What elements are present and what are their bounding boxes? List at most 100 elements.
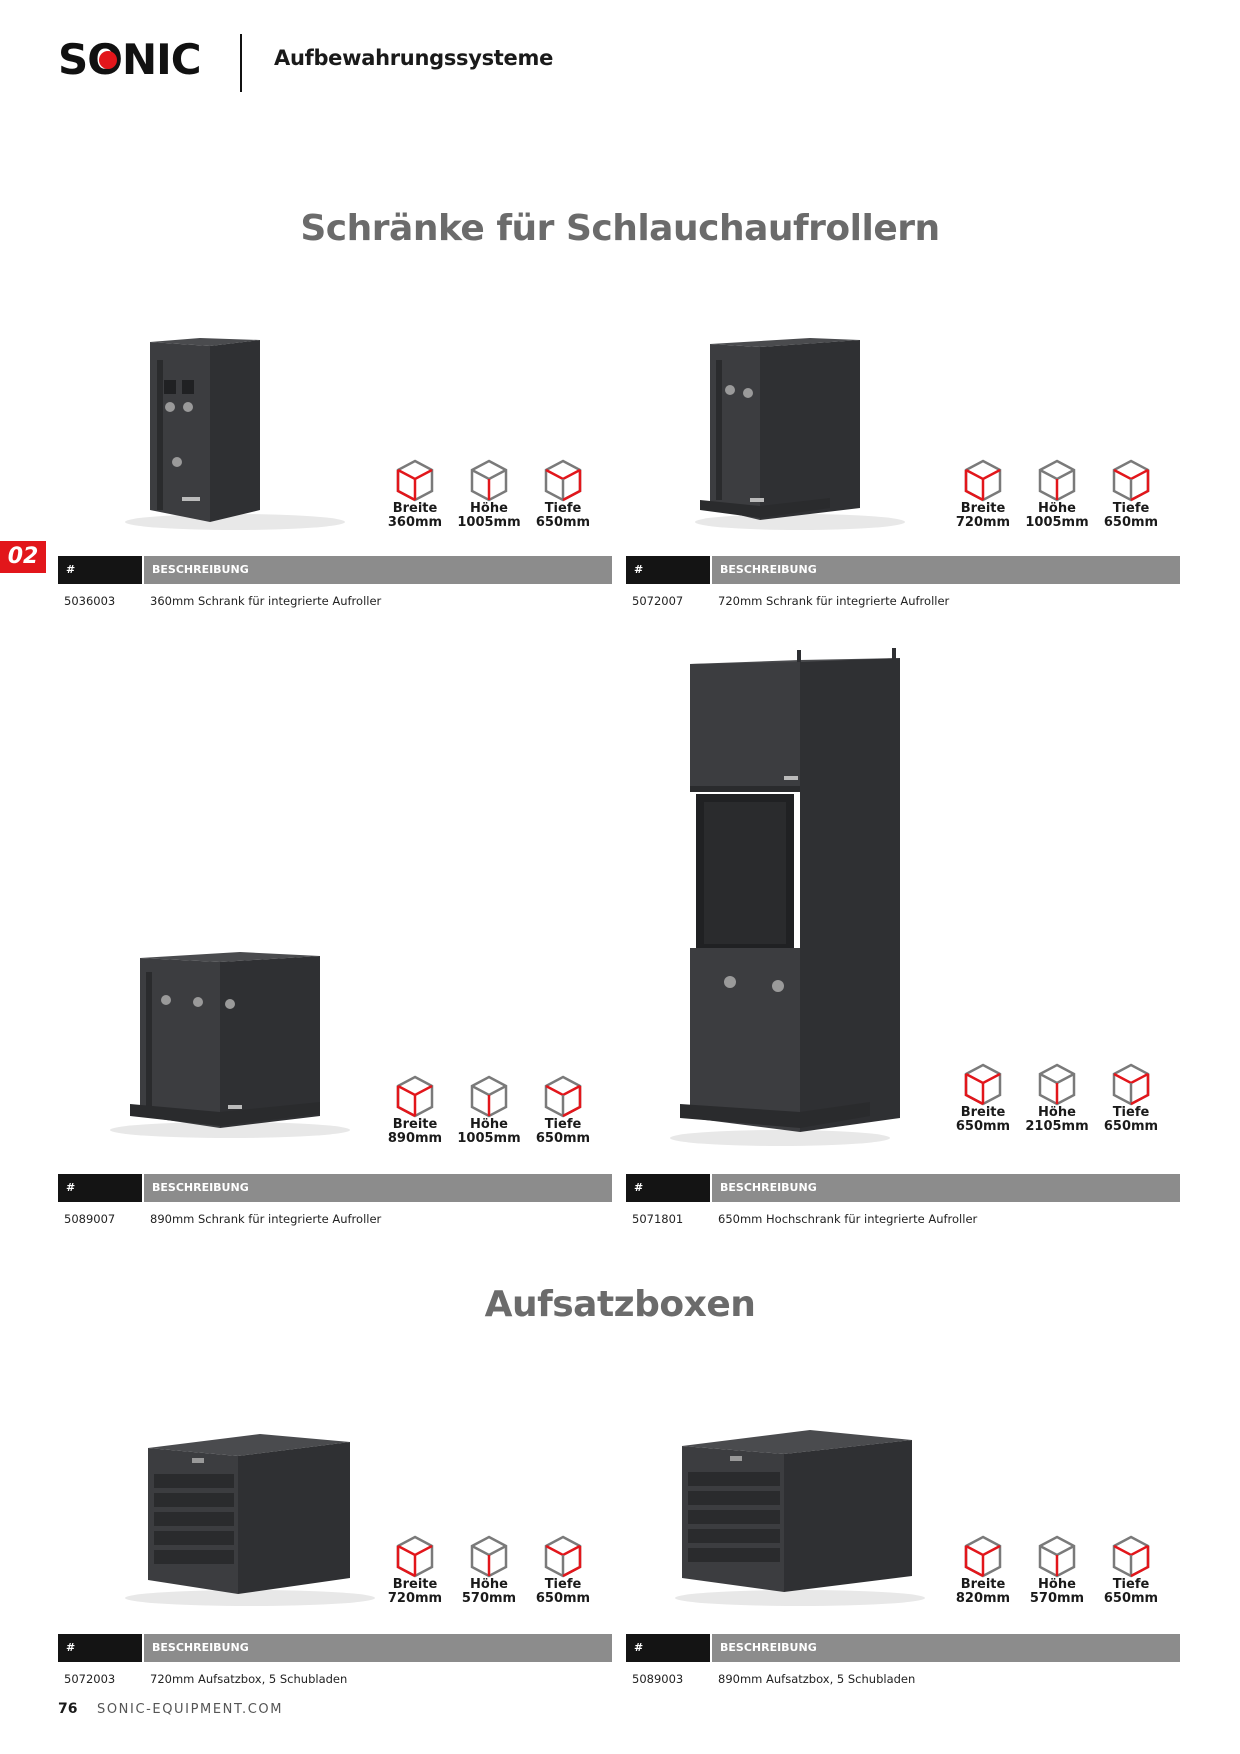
dimension-depth: Tiefe 650mm [526,1534,600,1606]
spec-table-row: 5071801 650mm Hochschrank für integriert… [626,1212,1180,1226]
dimension-width: Breite 820mm [946,1534,1020,1606]
dim-label: Höhe [470,501,508,516]
dim-value-depth: 650mm [1103,515,1159,530]
dimension-depth: Tiefe 650mm [526,458,600,530]
spec-table-header: # BESCHREIBUNG [626,556,1180,584]
header-number: # [58,1634,142,1662]
dim-label: Tiefe [544,501,582,516]
article-number: 5072007 [632,594,684,608]
dim-value-depth: 650mm [535,515,591,530]
box-height-icon [470,1535,508,1578]
box-height-icon [1038,459,1076,502]
dim-value-height: 1005mm [1025,515,1089,530]
dimension-depth: Tiefe 650mm [526,1074,600,1146]
dim-value-depth: 650mm [535,1591,591,1606]
dim-value-width: 720mm [955,515,1011,530]
box-depth-icon [544,1075,582,1118]
header-number: # [626,556,710,584]
sonic-logo: SONIC [58,36,202,82]
dimension-width: Breite 890mm [378,1074,452,1146]
dim-value-height: 2105mm [1025,1119,1089,1134]
dim-label: Tiefe [1112,1577,1150,1592]
dimension-height: Höhe 2105mm [1020,1062,1094,1134]
dimension-depth: Tiefe 650mm [1094,1534,1168,1606]
dim-value-width: 360mm [387,515,443,530]
spec-table-row: 5036003 360mm Schrank für integrierte Au… [58,594,612,608]
spec-table-row: 5089003 890mm Aufsatzbox, 5 Schubladen [626,1672,1180,1686]
box-width-icon [964,1535,1002,1578]
dimension-width: Breite 720mm [378,1534,452,1606]
chapter-tab: 02 [0,541,46,573]
spec-table-row: 5072007 720mm Schrank für integrierte Au… [626,594,1180,608]
product-image-wide-cabinet [110,952,350,1138]
box-width-icon [964,1063,1002,1106]
spec-table-row: 5089007 890mm Schrank für integrierte Au… [58,1212,612,1226]
section-title-cabinets: Schränke für Schlauchaufrollern [300,208,940,249]
dim-value-width: 820mm [955,1591,1011,1606]
dimension-width: Breite 650mm [946,1062,1020,1134]
spec-table-header: # BESCHREIBUNG [626,1634,1180,1662]
dimensions-product-5: Breite 720mm Höhe 570mm Tiefe 650mm [378,1534,600,1606]
dim-label: Breite [960,1105,1006,1120]
dimensions-product-1: Breite 360mm Höhe 1005mm Tiefe 650mm [378,458,600,530]
dimension-height: Höhe 1005mm [452,458,526,530]
header-description: BESCHREIBUNG [144,1634,612,1662]
box-width-icon [396,459,434,502]
article-description: 720mm Aufsatzbox, 5 Schubladen [150,1672,348,1686]
dim-value-depth: 650mm [535,1131,591,1146]
product-image-narrow-cabinet [125,338,345,530]
article-number: 5036003 [64,594,116,608]
product-image-medium-cabinet [695,338,905,530]
dim-value-height: 570mm [461,1591,517,1606]
article-description: 360mm Schrank für integrierte Aufroller [150,594,382,608]
spec-table-row: 5072003 720mm Aufsatzbox, 5 Schubladen [58,1672,612,1686]
box-width-icon [964,459,1002,502]
box-depth-icon [544,459,582,502]
dimension-depth: Tiefe 650mm [1094,1062,1168,1134]
spec-table-header: # BESCHREIBUNG [58,1634,612,1662]
dim-value-depth: 650mm [1103,1119,1159,1134]
dimension-height: Höhe 570mm [1020,1534,1094,1606]
header-description: BESCHREIBUNG [712,556,1180,584]
spec-table-header: # BESCHREIBUNG [58,1174,612,1202]
header-number: # [58,1174,142,1202]
header-description: BESCHREIBUNG [144,1174,612,1202]
page-number: 76 [58,1701,78,1717]
product-image-top-box-720 [125,1434,375,1606]
box-depth-icon [1112,1063,1150,1106]
article-number: 5089003 [632,1672,684,1686]
dim-label: Höhe [1038,1105,1076,1120]
dim-label: Breite [960,501,1006,516]
header-section-label: Aufbewahrungssysteme [274,46,554,70]
header-description: BESCHREIBUNG [712,1174,1180,1202]
website-url: SONIC-EQUIPMENT.COM [97,1702,284,1717]
logo-text: SONIC [58,36,201,82]
logo-dot [99,51,117,69]
article-number: 5071801 [632,1212,684,1226]
dim-label: Breite [960,1577,1006,1592]
dimension-depth: Tiefe 650mm [1094,458,1168,530]
dim-label: Breite [392,1117,438,1132]
box-depth-icon [1112,459,1150,502]
dim-value-width: 720mm [387,1591,443,1606]
spec-table-header: # BESCHREIBUNG [58,556,612,584]
dimensions-product-6: Breite 820mm Höhe 570mm Tiefe 650mm [946,1534,1168,1606]
article-description: 890mm Schrank für integrierte Aufroller [150,1212,382,1226]
box-depth-icon [544,1535,582,1578]
dim-value-height: 570mm [1029,1591,1085,1606]
box-height-icon [470,459,508,502]
header-divider [240,34,242,92]
box-depth-icon [1112,1535,1150,1578]
dim-label: Höhe [470,1577,508,1592]
dim-value-height: 1005mm [457,1131,521,1146]
article-description: 890mm Aufsatzbox, 5 Schubladen [718,1672,916,1686]
dimensions-product-3: Breite 890mm Höhe 1005mm Tiefe 650mm [378,1074,600,1146]
header-number: # [626,1634,710,1662]
article-description: 720mm Schrank für integrierte Aufroller [718,594,950,608]
box-width-icon [396,1075,434,1118]
dimension-height: Höhe 570mm [452,1534,526,1606]
dim-value-height: 1005mm [457,515,521,530]
product-image-top-box-890 [675,1430,925,1606]
dim-label: Tiefe [544,1117,582,1132]
product-image-tall-cabinet [670,648,900,1146]
